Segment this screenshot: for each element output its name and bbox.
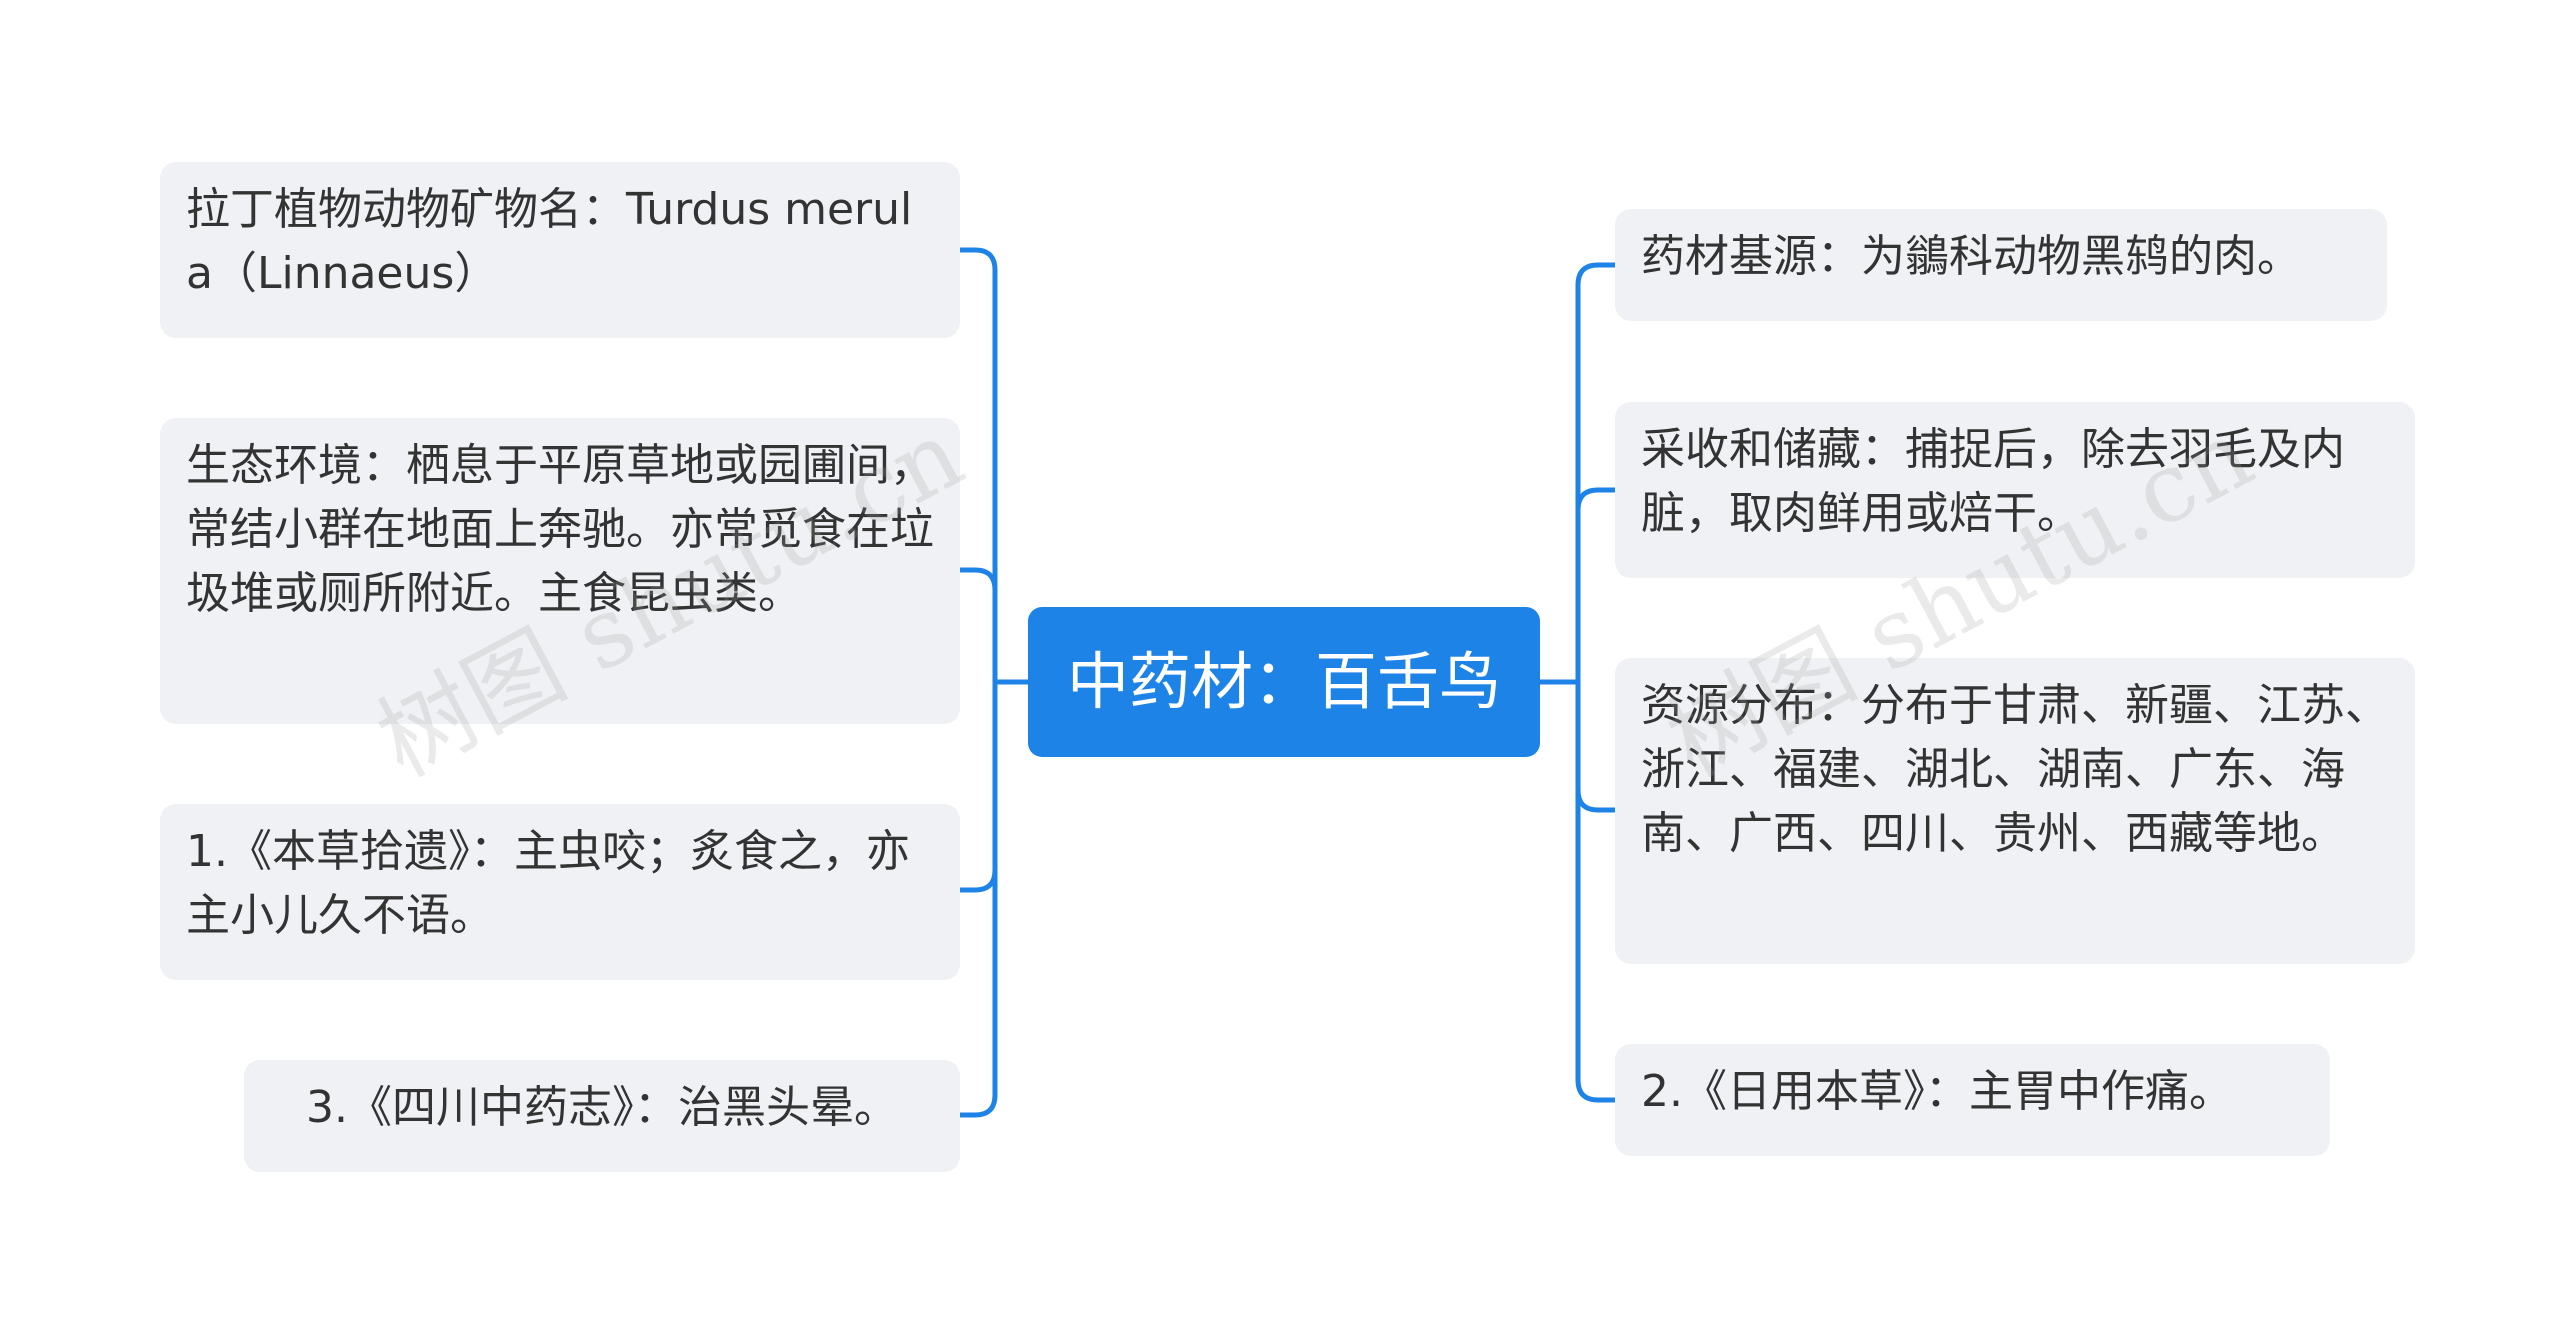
right-branch-1 xyxy=(1575,262,1618,685)
left-branch-3 xyxy=(957,679,998,893)
left-node-sichuan-zhongyao[interactable]: 3.《四川中药志》：治黑头晕。 xyxy=(244,1060,960,1172)
right-branch-2 xyxy=(1575,487,1618,685)
right-branch-4 xyxy=(1575,679,1618,1103)
right-node-distribution[interactable]: 资源分布：分布于甘肃、新疆、江苏、浙江、福建、湖北、湖南、广东、海南、广西、四川… xyxy=(1615,658,2415,964)
root-topic[interactable]: 中药材：百舌鸟 xyxy=(1028,607,1540,757)
right-node-riyong-bencao[interactable]: 2.《日用本草》：主胃中作痛。 xyxy=(1615,1044,2330,1156)
left-node-bencao-shiyi[interactable]: 1.《本草拾遗》：主虫咬；炙食之，亦主小儿久不语。 xyxy=(160,804,960,980)
left-node-latin-name[interactable]: 拉丁植物动物矿物名：Turdus merula（Linnaeus） xyxy=(160,162,960,338)
left-branch-1 xyxy=(957,247,998,685)
left-branch-4 xyxy=(957,679,998,1118)
right-node-source[interactable]: 药材基源：为鶲科动物黑鸫的肉。 xyxy=(1615,209,2387,321)
left-branch-2 xyxy=(957,567,998,685)
right-branch-3 xyxy=(1575,679,1618,813)
left-node-habitat[interactable]: 生态环境：栖息于平原草地或园圃间，常结小群在地面上奔驰。亦常觅食在垃圾堆或厕所附… xyxy=(160,418,960,724)
right-node-harvest-storage[interactable]: 采收和储藏：捕捉后，除去羽毛及内脏，取肉鲜用或焙干。 xyxy=(1615,402,2415,578)
